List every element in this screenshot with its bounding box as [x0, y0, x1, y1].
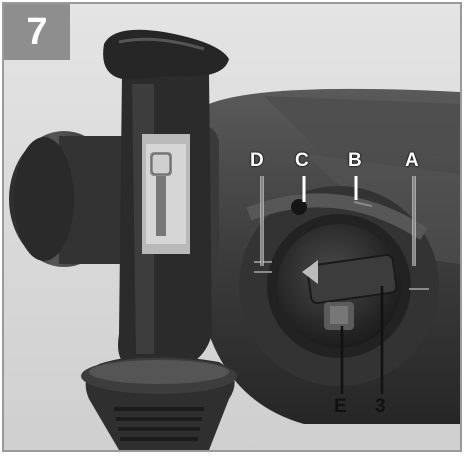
callout-d: D [250, 150, 264, 171]
figure-number-badge: 7 [4, 4, 70, 60]
callout-a: A [405, 150, 419, 171]
callout-c: C [295, 150, 309, 171]
photo-frame: 7 D C B A E 3 [2, 2, 462, 452]
callout-b: B [348, 150, 362, 171]
callout-3: 3 [375, 396, 386, 417]
rotary-hammer-photo [4, 4, 460, 450]
callout-e: E [334, 396, 347, 417]
